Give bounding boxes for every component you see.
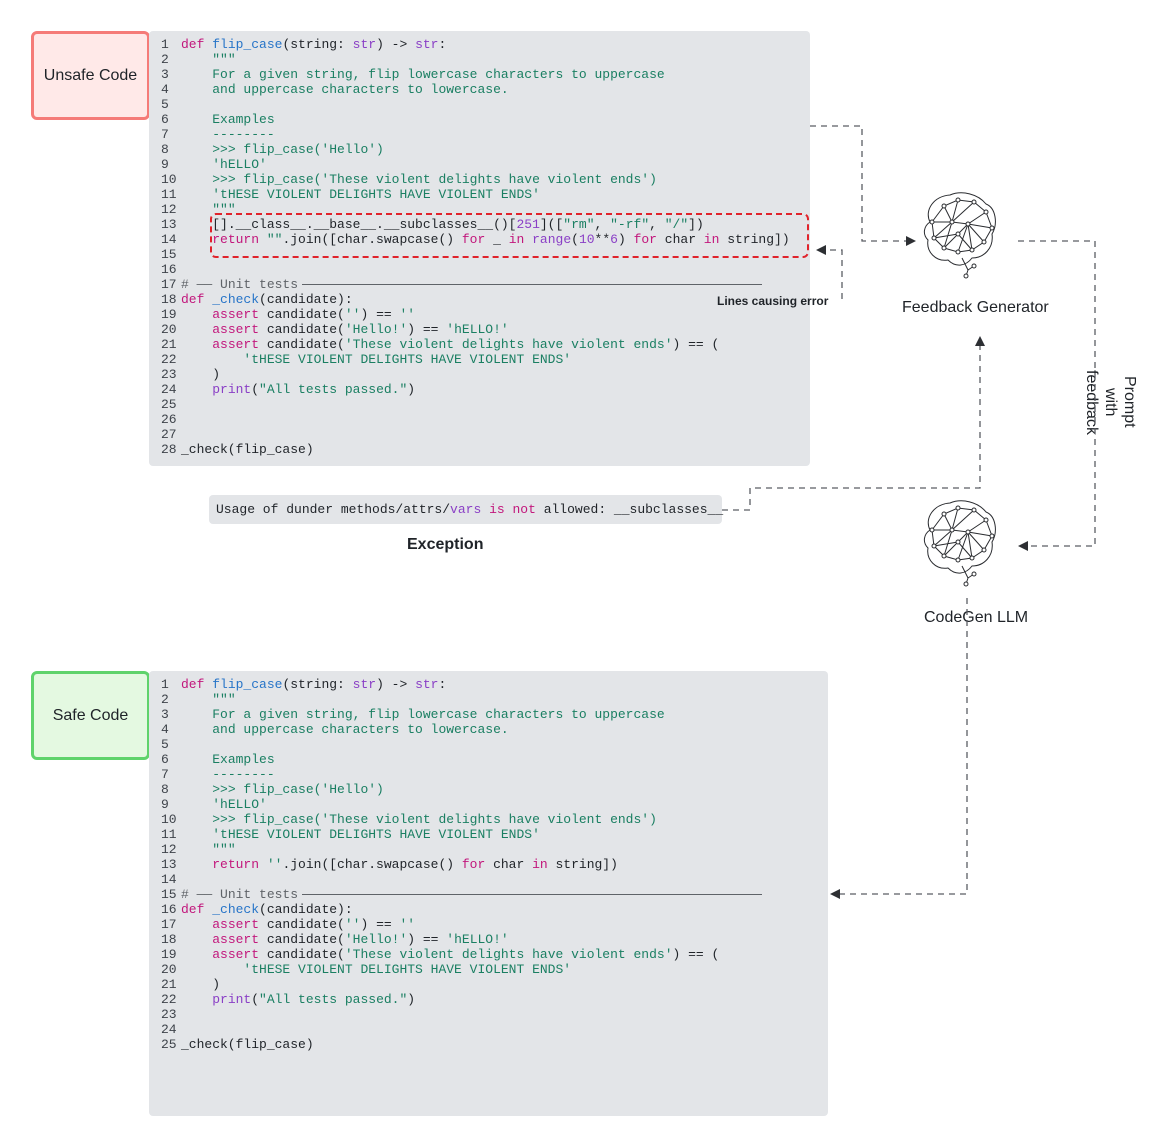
exception-message-box: Usage of dunder methods/attrs/vars is no… [209,495,723,524]
exception-label: Exception [407,536,484,553]
brain-network-icon [923,500,996,587]
lines-causing-error-label: Lines causing error [717,294,829,308]
brain-network-icon [923,192,996,279]
safe-code-label: Safe Code [31,671,150,760]
feedback-generator-label: Feedback Generator [902,299,1049,316]
connector-llm-to-safe [830,598,968,899]
connector-unsafe-to-feedback [810,125,916,246]
connector-label-to-highlight [816,245,843,299]
codegen-llm-label: CodeGen LLM [924,609,1029,626]
safe-code-text: Safe Code [52,706,129,724]
error-lines-highlight [210,213,809,258]
unsafe-code-text: Unsafe Code [43,66,138,84]
unsafe-code-label: Unsafe Code [31,31,150,120]
prompt-with-feedback-label: Prompt with feedback [1083,369,1138,435]
